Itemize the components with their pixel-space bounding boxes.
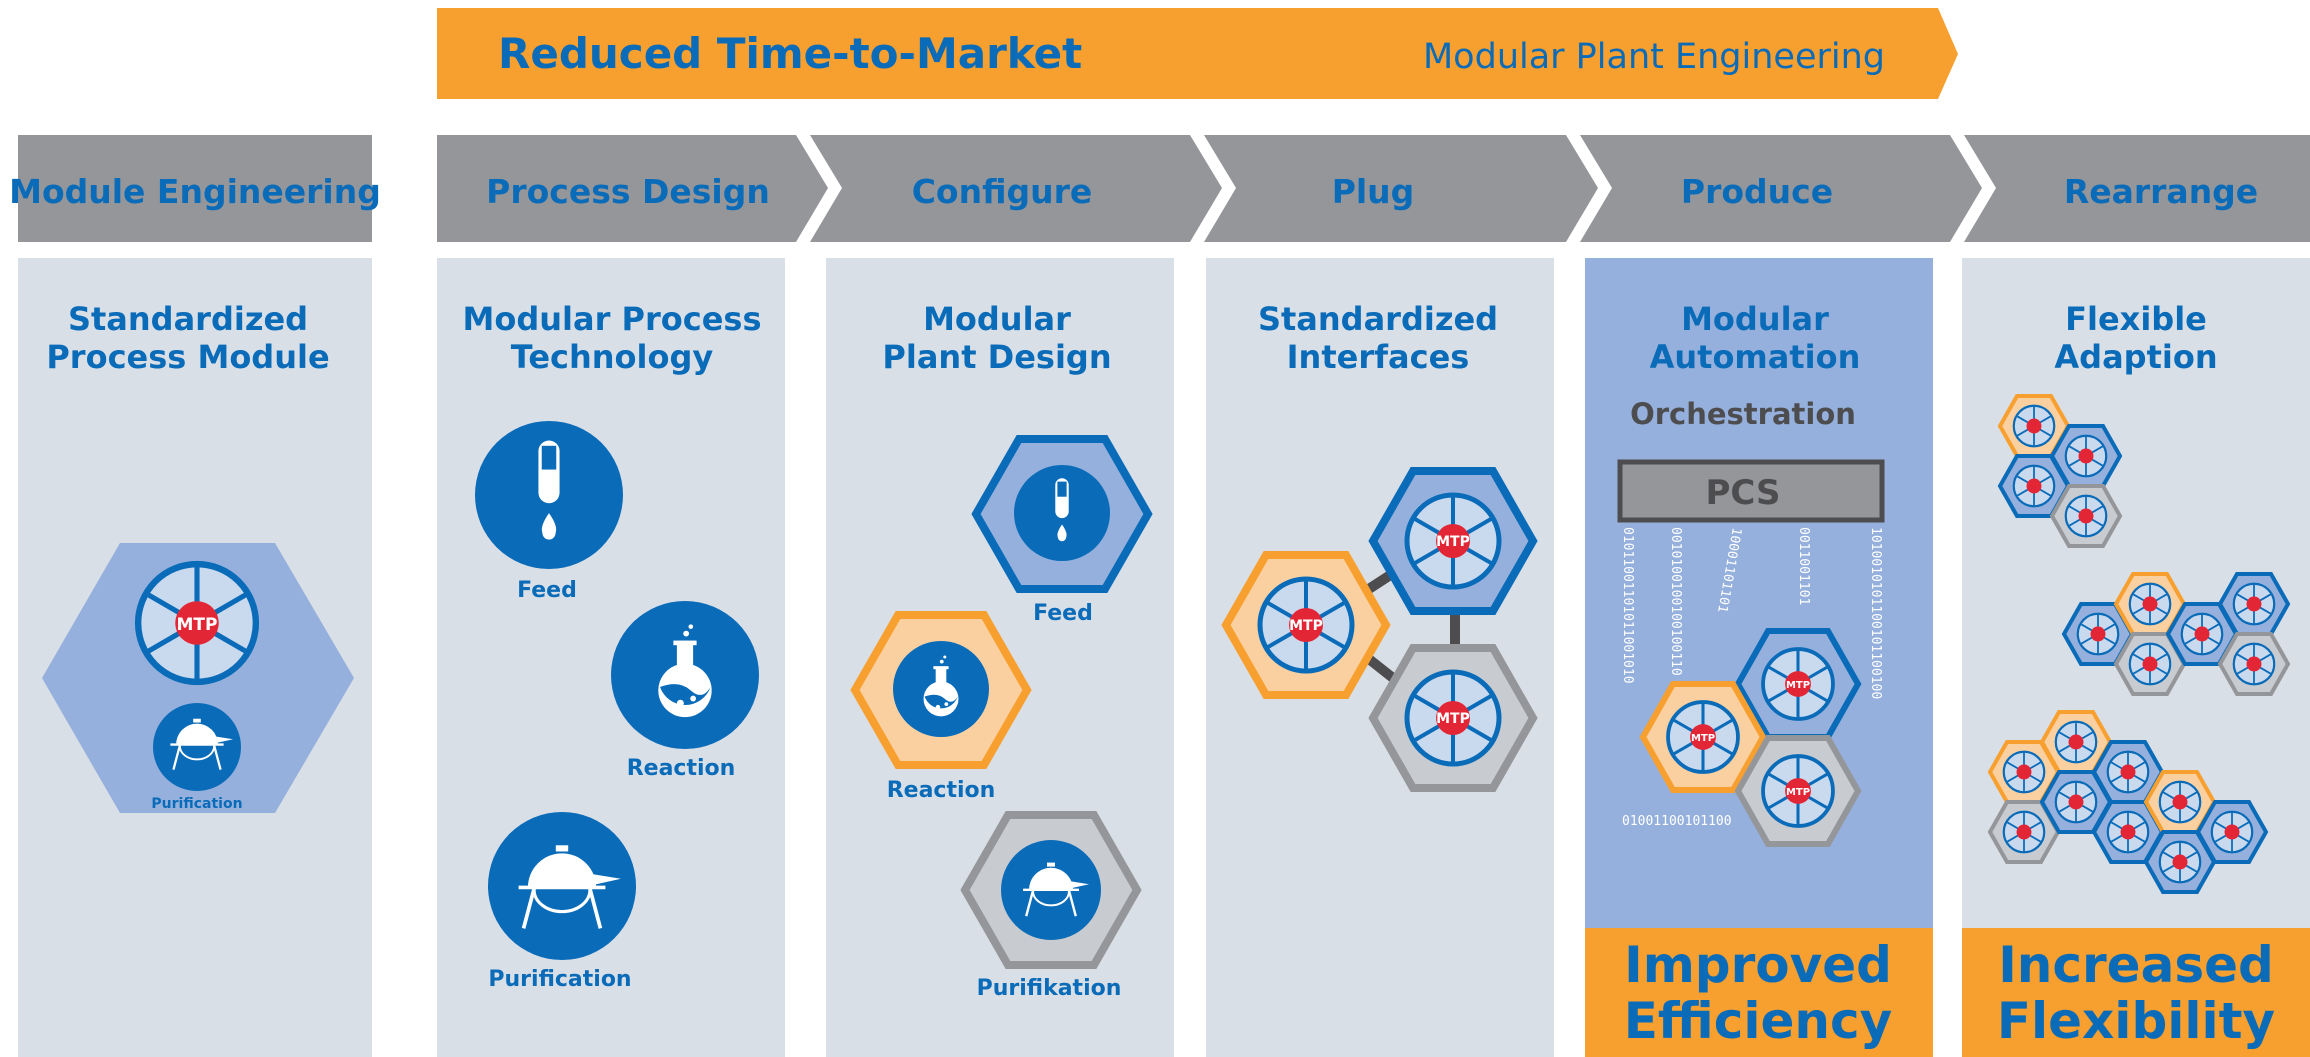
binary-stream: 0011001101 (1796, 527, 1811, 605)
col5-automation: Orchestration PCS 01011001101011001010 0… (1617, 397, 1885, 847)
mtp-label: MTP (1691, 733, 1715, 744)
col1-module: MTP Purification (42, 543, 354, 813)
stage-produce-label: Produce (1681, 172, 1833, 211)
col1-purification-label: Purification (151, 796, 242, 812)
binary-stream: 01011001101011001010 (1620, 527, 1635, 684)
col6-title-line2: Adaption (2054, 338, 2217, 376)
stage-plug (1204, 135, 1598, 242)
binary-stream: 0010100100100100110 (1668, 527, 1683, 676)
col3-reaction-label: Reaction (887, 778, 996, 803)
mtp-label: MTP (1436, 534, 1470, 550)
banner-subtitle: Modular Plant Engineering (1423, 37, 1885, 77)
col1-title-line2: Process Module (46, 338, 329, 376)
banner: Reduced Time-to-Market Modular Plant Eng… (437, 8, 1958, 99)
outcomes: Improved Efficiency Increased Flexibilit… (1624, 936, 2275, 1050)
outcome-rearrange-line2: Flexibility (1997, 992, 2275, 1050)
stage-rearrange (1964, 135, 2310, 242)
mtp-wheel-icon (2130, 644, 2170, 684)
orchestration-label: Orchestration (1630, 397, 1856, 431)
mtp-wheel-icon (2004, 752, 2044, 792)
mtp-wheel-icon (2234, 644, 2274, 684)
mtp-wheel-icon (2108, 752, 2148, 792)
column-titles: Standardized Process Module Modular Proc… (46, 300, 2217, 376)
col3-feed-label: Feed (1033, 601, 1093, 626)
stage-configure (810, 135, 1222, 242)
stage-rearrange-label: Rearrange (2064, 172, 2258, 211)
purification-icon-bg (153, 703, 241, 791)
col3-title-line2: Plant Design (882, 338, 1111, 376)
mtp-wheel-icon (2182, 614, 2222, 654)
col2-purification-label: Purification (488, 967, 631, 992)
col3-purifikation-label: Purifikation (977, 976, 1122, 1001)
mtp-wheel-icon (2066, 436, 2106, 476)
pcs-label: PCS (1706, 473, 1781, 513)
mtp-label: MTP (177, 615, 218, 635)
col2-icons: Feed Reaction Purification (475, 421, 759, 992)
mtp-wheel-icon (2130, 584, 2170, 624)
stage-produce (1580, 135, 1982, 242)
mtp-label: MTP (1289, 618, 1323, 634)
outcome-produce-line2: Efficiency (1624, 992, 1892, 1050)
col1-title-line1: Standardized (68, 300, 308, 338)
stage-headers: Module Engineering Process Design Config… (9, 135, 2310, 242)
stage-module-engineering (18, 135, 372, 242)
banner-arrow (437, 8, 1958, 99)
outcome-rearrange-line1: Increased (1998, 936, 2274, 994)
stage-process-design (437, 135, 828, 242)
col2-title-line2: Technology (511, 338, 714, 376)
mtp-wheel-icon (2004, 812, 2044, 852)
stage-plug-label: Plug (1332, 172, 1415, 211)
col3-title-line1: Modular (923, 300, 1071, 338)
col2-title-line1: Modular Process (463, 300, 762, 338)
column-panels (18, 258, 2310, 1057)
mtp-wheel-icon (2066, 496, 2106, 536)
col5-title-line1: Modular (1681, 300, 1829, 338)
col4-title-line2: Interfaces (1287, 338, 1470, 376)
mtp-wheel-icon (2160, 842, 2200, 882)
mtp-wheel-icon (2234, 584, 2274, 624)
mtp-wheel-icon (2056, 782, 2096, 822)
mtp-wheel-icon (2078, 614, 2118, 654)
mtp-wheel-icon (2056, 722, 2096, 762)
mtp-label: MTP (1786, 680, 1810, 691)
col6-module-clusters (1987, 394, 2291, 894)
binary-stream: 01001100101100 (1622, 814, 1732, 829)
col4-modules: MTP MTP MTP (1221, 467, 1538, 792)
col4-title-line1: Standardized (1258, 300, 1498, 338)
outcome-rearrange-box (1962, 928, 2310, 1057)
pcs-box (1617, 459, 1885, 523)
outcome-produce-line1: Improved (1624, 936, 1892, 994)
mtp-label: MTP (1786, 787, 1810, 798)
binary-stream: 1010010101100101100100 (1868, 527, 1883, 699)
col2-feed-label: Feed (517, 578, 577, 603)
outcome-produce-box (1585, 928, 1933, 1057)
mtp-wheel-icon (2014, 406, 2054, 446)
mtp-wheel-icon (2108, 812, 2148, 852)
col6-title-line1: Flexible (2065, 300, 2207, 338)
mtp-wheel-icon (2160, 782, 2200, 822)
col2-reaction-label: Reaction (627, 756, 736, 781)
mtp-wheel-icon (2212, 812, 2252, 852)
col3-icons: Feed Reaction Purifikation (850, 435, 1153, 1001)
stage-configure-label: Configure (912, 172, 1093, 211)
col5-title-line2: Automation (1650, 338, 1861, 376)
mtp-wheel-icon (2014, 466, 2054, 506)
stage-process-design-label: Process Design (486, 172, 770, 211)
stage-module-engineering-label: Module Engineering (9, 172, 381, 211)
mtp-label: MTP (1436, 711, 1470, 727)
banner-title: Reduced Time-to-Market (498, 29, 1082, 78)
